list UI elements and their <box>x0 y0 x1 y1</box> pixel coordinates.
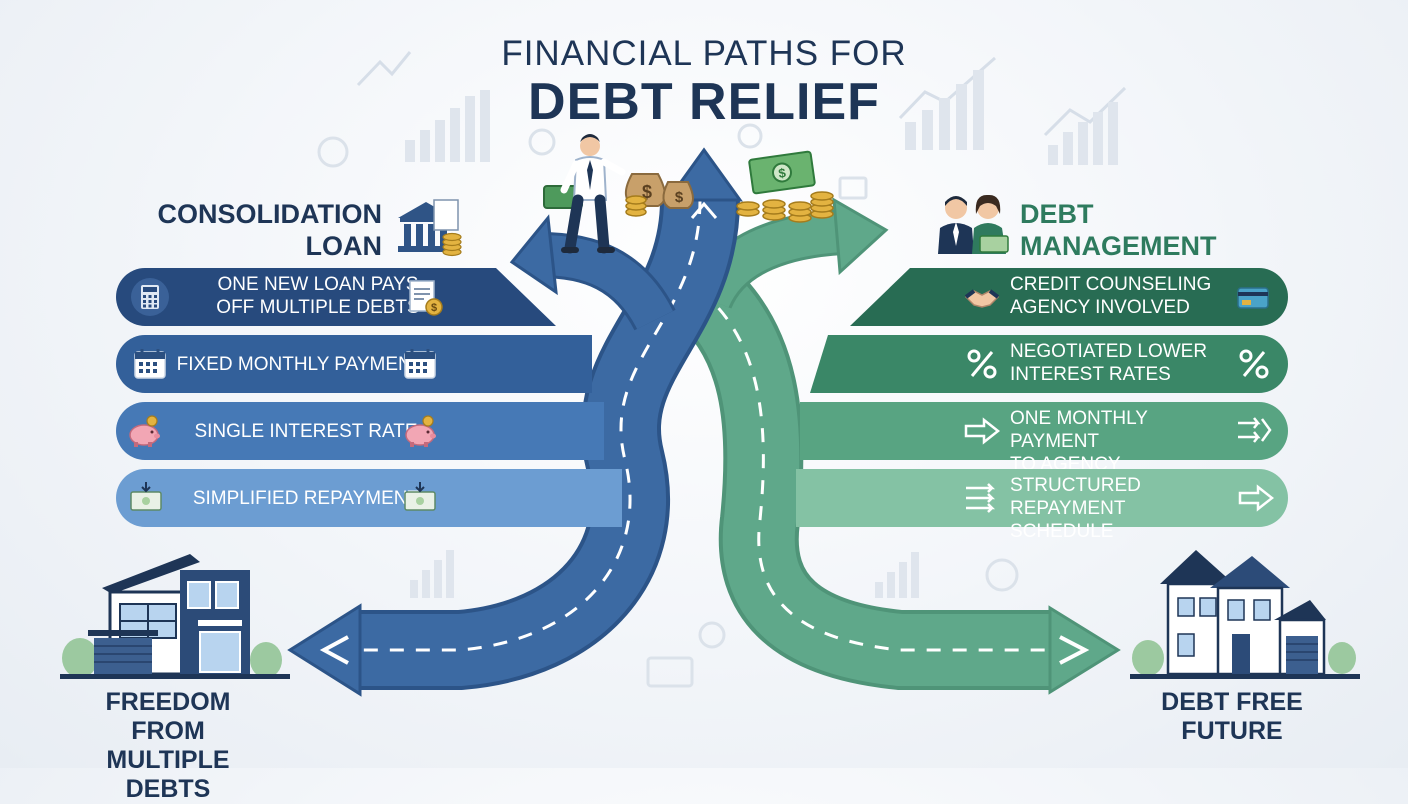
coin-icon <box>528 128 556 156</box>
handshake-icon <box>962 277 1002 317</box>
blue-branch <box>539 235 673 330</box>
consolidation-item-text: SIMPLIFIED REPAYMENT <box>192 488 420 509</box>
consolidation-item: SINGLE INTEREST RATE <box>116 402 604 460</box>
svg-text:$: $ <box>777 165 787 181</box>
arrow-right-icon <box>1236 478 1276 518</box>
page-subtitle: FINANCIAL PATHS FOR <box>501 34 907 73</box>
blue-branch-arrowhead <box>509 214 558 296</box>
counselors-icon <box>938 194 1009 254</box>
piggy-bank-icon <box>400 411 440 451</box>
svg-text:$: $ <box>431 302 437 314</box>
arrow-right-icon <box>962 411 1002 451</box>
coin-icon <box>698 621 726 649</box>
trend-line-icon <box>356 51 412 87</box>
roads-diagram <box>287 147 1121 697</box>
percent-icon <box>962 344 1002 384</box>
debt-plan-item: CREDIT COUNSELING AGENCY INVOLVED <box>850 268 1288 326</box>
banknote-icon <box>646 656 694 688</box>
consolidation-item-text: FIXED MONTHLY PAYMENT <box>176 354 424 375</box>
calendar-icon <box>130 344 170 384</box>
credit-card-icon <box>1234 277 1274 317</box>
coin-icon <box>737 123 763 149</box>
debt-plan-item: STRUCTURED REPAYMENT SCHEDULE <box>796 469 1288 542</box>
debt-plan-item-text: NEGOTIATED LOWER INTEREST RATES <box>1010 341 1208 385</box>
coin-stack-icon <box>625 195 647 217</box>
calendar-icon <box>400 344 440 384</box>
house-illustration <box>1130 550 1360 679</box>
consolidation-item-text: ONE NEW LOAN PAYS OFF MULTIPLE DEBTS <box>216 274 420 318</box>
consolidation-item: ONE NEW LOAN PAYS OFF MULTIPLE DEBTS $ <box>116 268 556 326</box>
trend-line-icon <box>898 56 996 120</box>
debt-plan-item-text: ONE MONTHLY PAYMENT TO AGENCY <box>1010 408 1148 475</box>
coin-icon <box>317 136 349 168</box>
consolidation-item: FIXED MONTHLY PAYMENT <box>116 335 592 393</box>
page-title: DEBT RELIEF <box>528 73 880 131</box>
debt-plan-item-text: STRUCTURED REPAYMENT SCHEDULE <box>1010 475 1141 542</box>
bar-chart-icon <box>905 70 984 150</box>
green-branch-arrowhead <box>832 197 889 276</box>
debt-plan-item: ONE MONTHLY PAYMENT TO AGENCY <box>800 402 1288 475</box>
cash-coins-illustration: $ <box>736 150 834 223</box>
piggy-bank-icon <box>124 411 164 451</box>
bank-icon <box>398 199 462 257</box>
cash-icon <box>126 478 166 518</box>
cash-icon <box>400 478 440 518</box>
consolidation-item-text: SINGLE INTEREST RATE <box>194 421 418 442</box>
bar-chart-icon <box>1048 102 1118 165</box>
svg-text:$: $ <box>675 189 684 206</box>
bar-chart-icon <box>410 550 454 598</box>
coin-stack-icon <box>736 191 834 223</box>
bar-chart-icon <box>875 552 919 598</box>
svg-text:$: $ <box>642 182 652 202</box>
right-outcome-label: DEBT FREE FUTURE <box>1161 688 1303 745</box>
debt-plan-item-text: CREDIT COUNSELING AGENCY INVOLVED <box>1010 274 1212 318</box>
double-arrow-icon <box>1234 411 1274 451</box>
consolidation-item: SIMPLIFIED REPAYMENT <box>116 469 622 527</box>
blue-road-arrow-marking <box>319 635 349 665</box>
consolidation-loan-title: CONSOLIDATION LOAN <box>157 199 383 261</box>
triple-arrow-icon <box>962 478 1002 518</box>
money-bag-icon: $ <box>662 181 694 209</box>
businessman-illustration: $ $ <box>543 134 694 254</box>
blue-road-up-marking <box>690 201 718 219</box>
green-road-lane-marking <box>699 288 1050 652</box>
calculator-icon <box>130 277 170 317</box>
house-illustration <box>60 554 290 679</box>
green-road-arrow-marking <box>1059 635 1090 665</box>
banknote-icon <box>838 176 868 200</box>
debt-plan-item: NEGOTIATED LOWER INTEREST RATES <box>810 335 1288 393</box>
loan-document-icon: $ <box>404 277 444 317</box>
blue-road-lane-marking <box>360 199 702 652</box>
coin-icon <box>985 558 1019 592</box>
bar-chart-icon <box>405 90 490 162</box>
percent-icon <box>1234 344 1274 384</box>
trend-line-icon <box>1043 86 1127 137</box>
banknote-icon <box>979 235 1009 253</box>
left-outcome-label: FREEDOM FROM MULTIPLE DEBTS <box>105 688 231 803</box>
background-decorations <box>317 51 1127 688</box>
